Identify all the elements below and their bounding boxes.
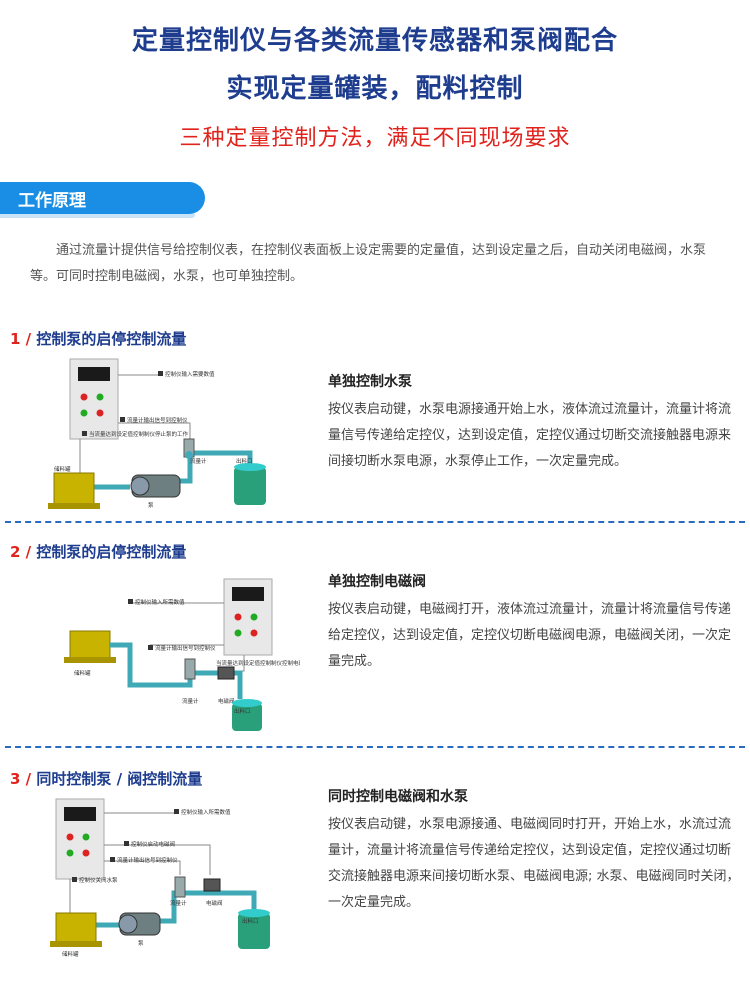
controller-button	[80, 409, 88, 417]
diagram-label-outlet: 出料口	[236, 457, 253, 465]
section-tab-shadow	[0, 212, 195, 218]
diagram-label-pump: 泵	[138, 940, 144, 947]
intro-paragraph: 通过流量计提供信号给控制仪表，在控制仪表面板上设定需要的定量值，达到设定量之后，…	[30, 243, 707, 284]
controller-button	[234, 629, 242, 637]
diagram-label-step4: 控制仪关闭水泵	[79, 876, 118, 884]
diagram-label-tank: 储料罐	[54, 465, 71, 473]
method-2-heading: 2 / 控制泵的启停控制流量	[10, 541, 186, 562]
method-1-diagram: 控制仪输入需要数值 流量计输出信号到控制仪 当流量达到设定值控制制仪停止泵的工作…	[48, 358, 266, 509]
diagram-label-step2: 流量计输出信号到控制仪	[155, 644, 216, 652]
diagram-label-step1: 控制仪输入需要数值	[165, 370, 215, 378]
controller-button	[96, 409, 104, 417]
diagram-label-meter: 流量计	[190, 457, 207, 465]
outlet-bucket	[232, 703, 262, 731]
diagram-label-valve: 电磁阀	[206, 899, 223, 907]
method-2-number: 2 /	[10, 543, 32, 561]
diagram-label-meter: 流量计	[182, 697, 199, 705]
diagram-label-step3: 当流量达到设定值控制制仪停止泵的工作	[89, 430, 189, 438]
method-3-title: 同时控制泵 / 阀控制流量	[36, 770, 203, 788]
method-3-desc-title: 同时控制电磁阀和水泵	[328, 789, 468, 805]
method-1-desc-title: 单独控制水泵	[328, 374, 412, 390]
divider	[5, 746, 745, 748]
diagram-label-step3: 流量计输出信号到控制仪	[117, 856, 178, 864]
method-2-title: 控制泵的启停控制流量	[36, 543, 187, 561]
diagram-label-meter: 流量计	[170, 899, 187, 907]
method-2-desc: 按仪表启动键，电磁阀打开，液体流过流量计，流量计将流量信号传递给定控仪，达到设定…	[328, 602, 732, 669]
controller-button	[234, 613, 242, 621]
diagram-label-outlet: 出料口	[234, 707, 251, 715]
flow-meter	[184, 658, 196, 680]
diagram-label-step2: 流量计输出信号到控制仪	[127, 416, 188, 424]
diagram-label-tank: 储料罐	[62, 950, 79, 958]
controller-button	[82, 833, 90, 841]
controller-display	[232, 587, 264, 601]
page-subtitle: 三种定量控制方法，满足不同现场要求	[179, 126, 571, 151]
method-2-desc-title: 单独控制电磁阀	[328, 574, 426, 590]
diagram-label-step1: 控制仪输入所需数值	[135, 598, 185, 606]
controller-button	[96, 393, 104, 401]
method-1-title: 控制泵的启停控制流量	[36, 330, 187, 348]
controller-button	[80, 393, 88, 401]
outlet-bucket	[238, 913, 270, 949]
method-1-desc: 按仪表启动键，水泵电源接通开始上水，液体流过流量计，流量计将流量信号传递给定控仪…	[328, 402, 732, 469]
storage-tank	[69, 630, 111, 660]
method-2-diagram: 控制仪输入所需数值 流量计输出信号到控制仪 当流量达到设定值控制制仪控制电磁阀 …	[64, 578, 300, 731]
controller-display	[64, 807, 96, 821]
method-1-number: 1 /	[10, 330, 32, 348]
outlet-bucket	[234, 467, 266, 505]
controller-button	[66, 833, 74, 841]
flow-meter	[174, 876, 186, 898]
diagram-label-step2: 控制仪启动电磁阀	[131, 840, 175, 848]
storage-tank	[53, 472, 95, 506]
storage-tank	[55, 912, 97, 944]
page-title-line2: 实现定量罐装，配料控制	[226, 74, 524, 104]
controller-display	[78, 367, 110, 381]
controller-button	[250, 613, 258, 621]
section-tab	[0, 182, 205, 214]
diagram-label-step1: 控制仪输入所需数值	[181, 808, 231, 816]
section-title: 工作原理	[18, 191, 86, 211]
solenoid-valve	[217, 666, 235, 680]
diagram-label-pump: 泵	[148, 502, 154, 509]
page-title-line1: 定量控制仪与各类流量传感器和泵阀配合	[131, 26, 618, 56]
method-1-heading: 1 / 控制泵的启停控制流量	[10, 328, 186, 349]
flow-meter-ring	[185, 451, 193, 459]
diagram-label-step3: 当流量达到设定值控制制仪控制电磁阀	[216, 659, 300, 667]
method-3-diagram: 控制仪输入所需数值 控制仪启动电磁阀 流量计输出信号到控制仪 控制仪关闭水泵 流…	[50, 798, 270, 958]
diagram-label-valve: 电磁阀	[218, 697, 235, 705]
method-3-heading: 3 / 同时控制泵 / 阀控制流量	[10, 768, 202, 789]
method-3-desc: 按仪表启动键，水泵电源接通、电磁阀同时打开，开始上水，水流过流量计，流量计将流量…	[328, 817, 740, 910]
controller-button	[66, 849, 74, 857]
controller-button	[82, 849, 90, 857]
divider	[5, 521, 745, 523]
diagram-label-outlet: 出料口	[242, 917, 259, 925]
controller-button	[250, 629, 258, 637]
solenoid-valve	[203, 878, 221, 892]
method-3-number: 3 /	[10, 770, 32, 788]
diagram-label-tank: 储料罐	[74, 669, 91, 677]
